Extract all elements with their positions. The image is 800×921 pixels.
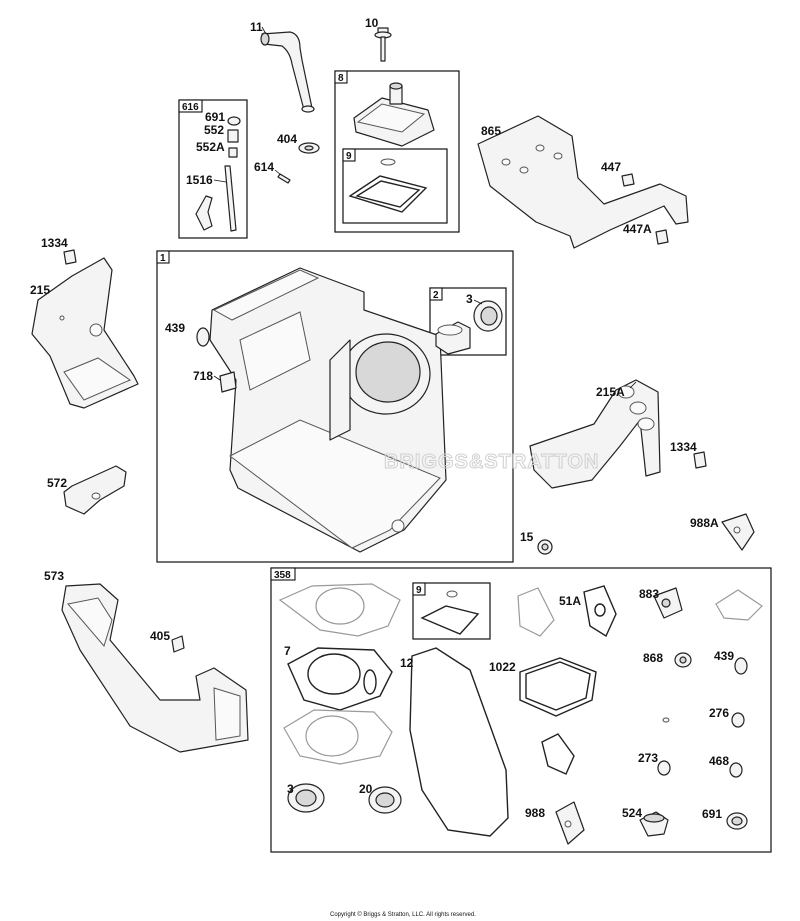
box-tag-616: 616	[182, 102, 199, 113]
small-washer-part	[662, 717, 670, 723]
label-3-kit: 3	[287, 782, 294, 796]
gasket-1022-part	[519, 657, 597, 717]
valve-cover-gasket-part	[348, 158, 428, 213]
bolt-447a-part	[655, 229, 669, 245]
label-447: 447	[601, 160, 621, 174]
box-tag-9-top: 9	[346, 151, 352, 162]
oil-seal-20-part	[368, 786, 402, 814]
label-51a: 51A	[559, 594, 581, 608]
shroud-bracket-part	[477, 115, 689, 249]
dowel-718-part	[219, 371, 237, 393]
heat-shield-215a-part	[529, 379, 661, 489]
bolt-447-part	[621, 173, 635, 187]
label-447a: 447A	[623, 222, 652, 236]
label-691-top: 691	[205, 110, 225, 124]
breather-tube-part	[260, 31, 315, 113]
label-404: 404	[277, 132, 297, 146]
head-gasket-lower-part	[283, 709, 393, 765]
label-1516: 1516	[186, 173, 213, 187]
kit-box-2	[429, 287, 507, 356]
oil-seal-3-kit-part	[287, 783, 325, 813]
box-tag-9-gasket: 9	[416, 585, 422, 596]
valve-cover-part	[353, 82, 435, 147]
gasket-51a-part	[583, 585, 617, 638]
label-988: 988	[525, 806, 545, 820]
cylinder-block-part	[209, 267, 447, 553]
washer-273-part	[657, 760, 671, 776]
washer-468-part	[729, 762, 743, 778]
label-718: 718	[193, 369, 213, 383]
label-1334-left: 1334	[41, 236, 68, 250]
kit-box-8	[334, 70, 460, 233]
box-tag-8: 8	[338, 73, 344, 84]
bolt-1334-right-part	[693, 451, 707, 469]
box-tag-2: 2	[433, 290, 439, 301]
gasket-kit-box-358	[270, 567, 772, 853]
label-215a: 215A	[596, 385, 625, 399]
label-524: 524	[622, 806, 642, 820]
blower-housing-573-part	[61, 583, 249, 753]
label-1022: 1022	[489, 660, 516, 674]
carb-gasket-part	[541, 733, 575, 775]
cylinder-sleeve-2-part	[435, 321, 471, 355]
washer-276-part	[731, 712, 745, 728]
label-883: 883	[639, 587, 659, 601]
label-572: 572	[47, 476, 67, 490]
intake-gasket-part	[517, 587, 555, 637]
plug-15-part	[537, 539, 553, 555]
label-215: 215	[30, 283, 50, 297]
oil-seal-3-box-part	[473, 300, 503, 332]
washer-439-left-part	[196, 327, 210, 347]
label-868: 868	[643, 651, 663, 665]
label-1334-right: 1334	[670, 440, 697, 454]
label-12: 12	[400, 656, 414, 670]
exhaust-gasket-part	[715, 589, 763, 621]
copyright-notice: Copyright © Briggs & Stratton, LLC. All …	[330, 911, 476, 918]
label-865: 865	[481, 124, 501, 138]
label-276: 276	[709, 706, 729, 720]
label-439-left: 439	[165, 321, 185, 335]
bolt-1334-left-part	[63, 249, 77, 265]
label-468: 468	[709, 754, 729, 768]
valve-seal-868-part	[674, 652, 692, 668]
label-573: 573	[44, 569, 64, 583]
label-10: 10	[365, 16, 379, 30]
brand-watermark: BRIGGS&STRATTON	[384, 451, 599, 473]
bolt-405-part	[171, 635, 185, 653]
kit-box-616	[178, 99, 248, 239]
head-gasket-7-part	[287, 647, 393, 711]
label-614: 614	[254, 160, 274, 174]
label-691-bottom: 691	[702, 807, 722, 821]
kit-box-9-top	[342, 148, 448, 224]
label-7: 7	[284, 644, 291, 658]
label-20: 20	[359, 782, 373, 796]
label-273: 273	[638, 751, 658, 765]
cap-524-part	[639, 811, 669, 837]
label-3-box: 3	[466, 292, 473, 306]
box-tag-1: 1	[160, 253, 166, 264]
label-405: 405	[150, 629, 170, 643]
washer-439-right-part	[734, 657, 748, 675]
assembly-box-1	[156, 250, 514, 563]
gasket-883-part	[653, 587, 683, 619]
heat-shield-215-part	[31, 257, 139, 409]
pin-614-part	[277, 173, 291, 184]
box-tag-358: 358	[274, 570, 291, 581]
head-gasket-upper-part	[278, 583, 401, 637]
label-552: 552	[204, 123, 224, 137]
bolt-part	[374, 27, 392, 62]
governor-kit-parts	[195, 116, 241, 232]
label-552a: 552A	[196, 140, 225, 154]
valve-cover-gasket-kit-part	[420, 590, 480, 635]
crankcase-gasket-12-part	[409, 647, 509, 837]
bracket-572-part	[63, 465, 127, 515]
gasket-988-part	[555, 801, 585, 845]
oil-seal-691-part	[726, 812, 748, 830]
label-988a: 988A	[690, 516, 719, 530]
kit-box-9-gasket	[412, 582, 491, 640]
label-439-right: 439	[714, 649, 734, 663]
label-15: 15	[520, 530, 534, 544]
label-11: 11	[250, 20, 263, 34]
